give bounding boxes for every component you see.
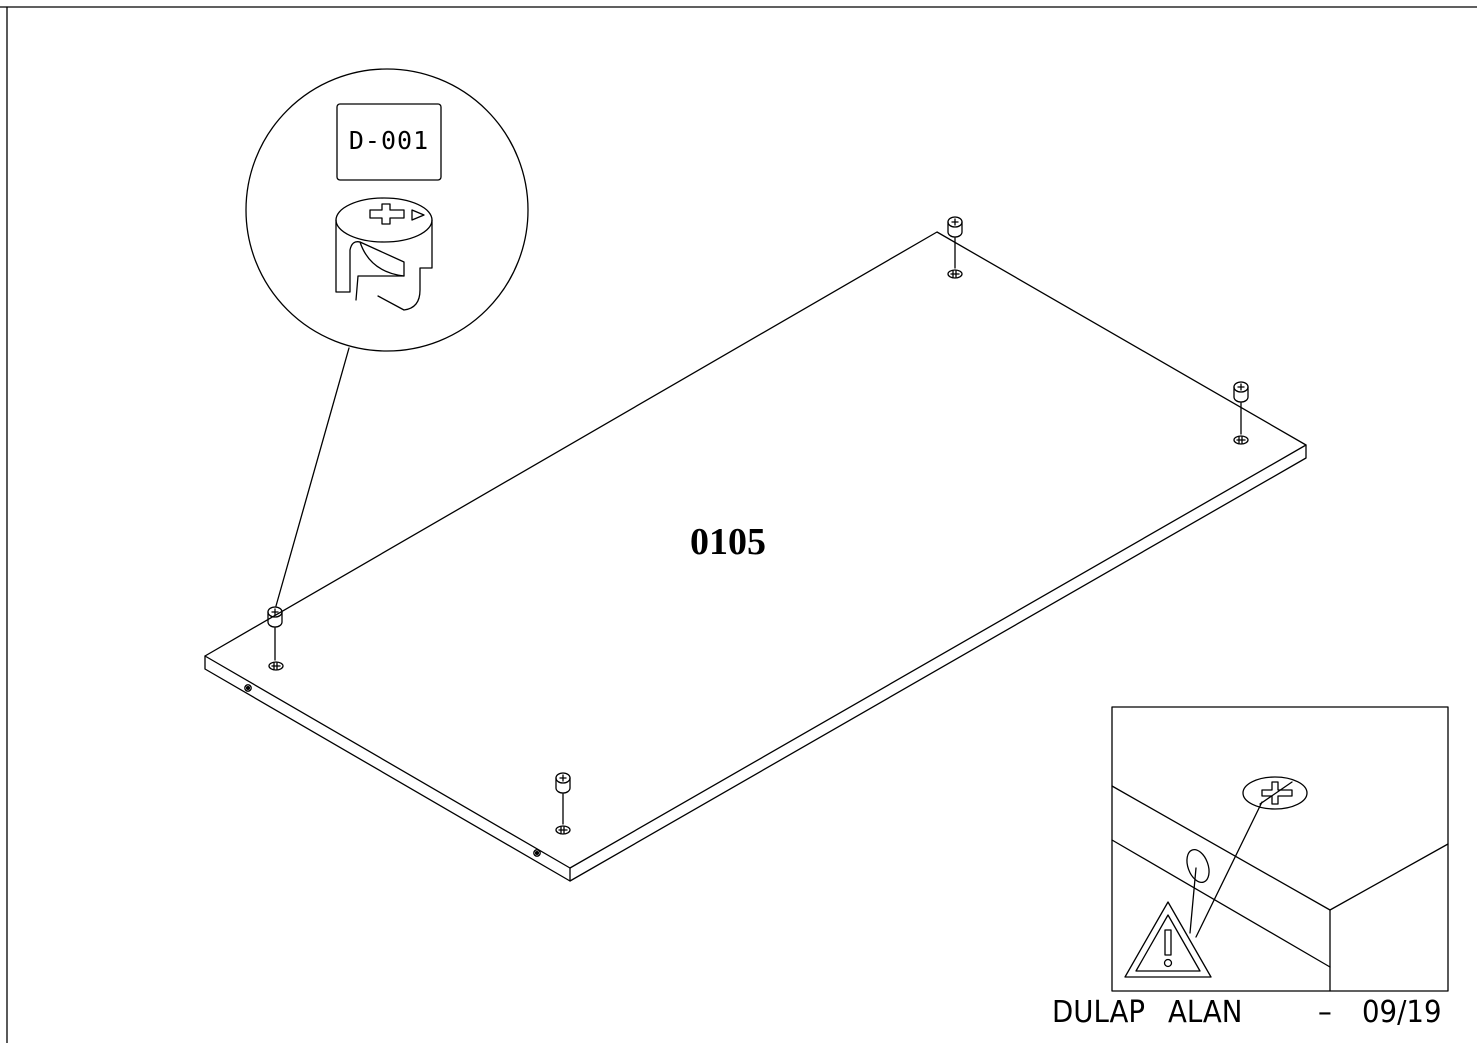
- sheet-frame: [0, 6, 1477, 1044]
- footer-product-name: DULAP: [1052, 995, 1145, 1030]
- cam-lock-fitting-4: [555, 772, 571, 835]
- cam-lock-fitting-icon: [245, 68, 529, 607]
- footer-separator: –: [1318, 995, 1332, 1030]
- footer-page-number: 09/19: [1362, 995, 1442, 1030]
- panel-board: [204, 231, 1307, 882]
- cam-lock-fitting-2: [947, 216, 963, 279]
- cam-lock-fitting-3: [1233, 381, 1249, 445]
- cam-lock-fitting-1: [267, 606, 284, 671]
- hardware-code-label: D-001: [348, 126, 430, 155]
- panel-number-label: 0105: [690, 521, 766, 563]
- warning-detail-inset: [1111, 706, 1449, 992]
- warning-triangle-icon: [1124, 901, 1212, 978]
- footer-model-name: ALAN: [1168, 995, 1243, 1030]
